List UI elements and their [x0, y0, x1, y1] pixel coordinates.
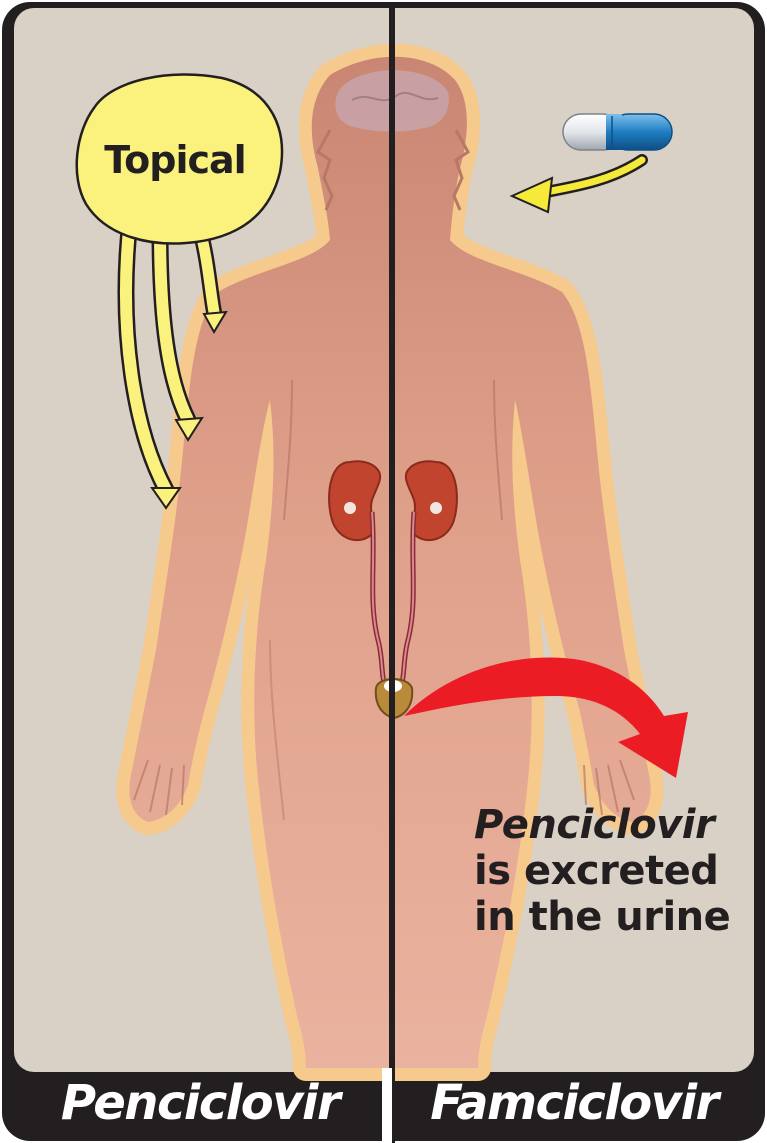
caption-line-2: is excreted — [474, 848, 764, 894]
pill-capsule-icon — [563, 114, 672, 150]
panel-label-famciclovir: Famciclovir — [392, 1068, 756, 1138]
panel-label-penciclovir: Penciclovir — [18, 1068, 382, 1138]
topical-label: Topical — [90, 138, 260, 182]
center-divider — [389, 8, 395, 1143]
footer-divider — [382, 1068, 392, 1143]
caption-drug-name: Penciclovir — [474, 802, 764, 848]
excretion-caption: Penciclovir is excreted in the urine — [474, 802, 764, 940]
caption-line-3: in the urine — [474, 894, 764, 940]
